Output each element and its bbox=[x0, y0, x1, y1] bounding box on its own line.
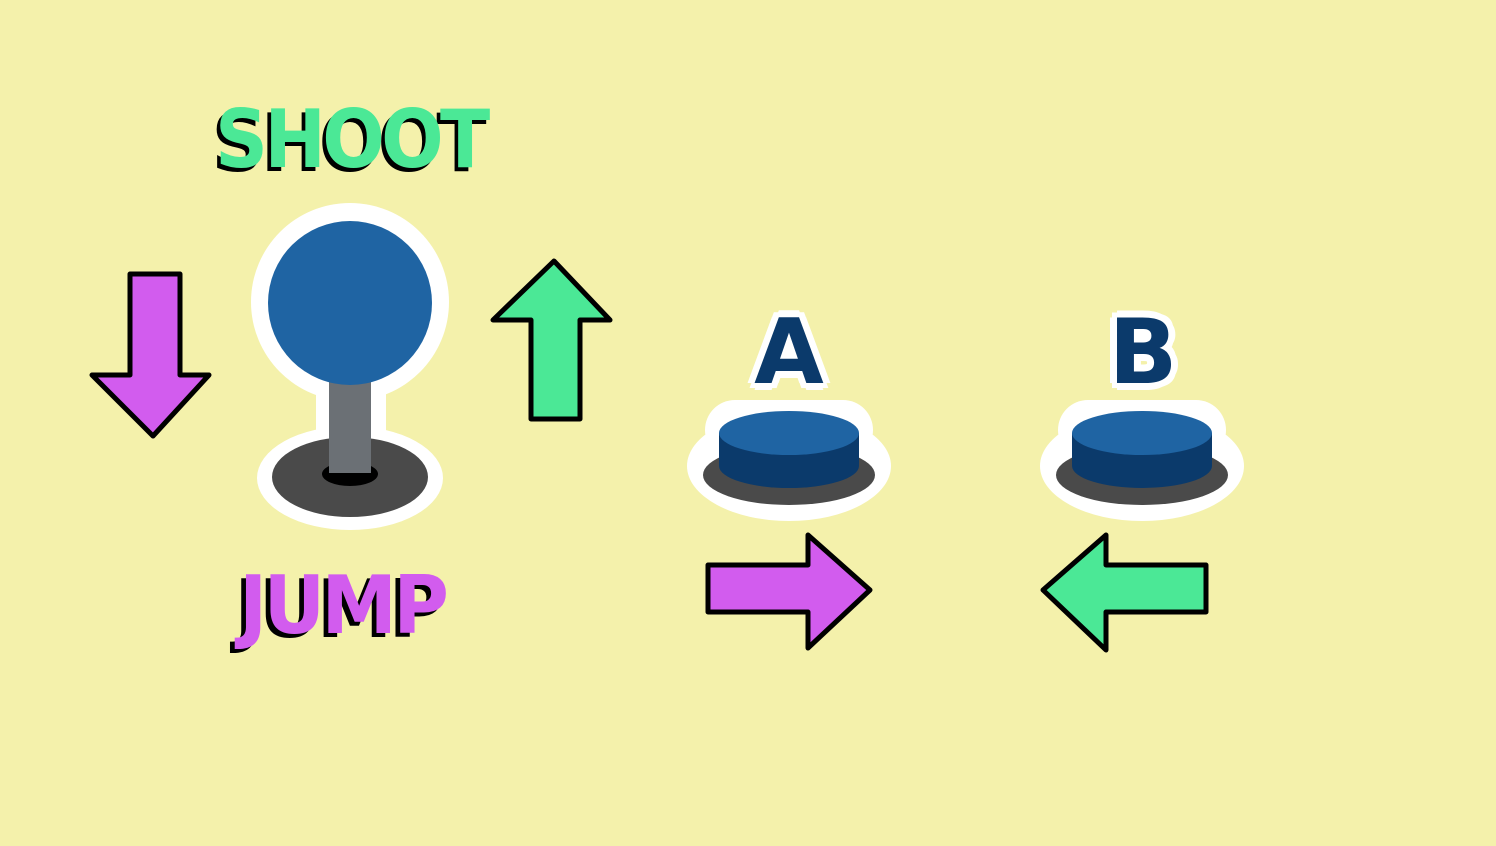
arrow-up-icon bbox=[490, 258, 613, 422]
button-a-icon bbox=[687, 400, 891, 521]
shoot-label: SHOOT bbox=[215, 93, 490, 186]
button-a-label: A bbox=[754, 300, 824, 405]
arrow-left-icon bbox=[1040, 532, 1209, 653]
arrow-right-icon bbox=[705, 532, 873, 651]
button-b-label: B bbox=[1108, 300, 1178, 405]
joystick-icon bbox=[251, 203, 449, 530]
button-b-icon bbox=[1040, 400, 1244, 521]
jump-label: JUMP bbox=[239, 559, 449, 652]
arrow-down-icon bbox=[89, 271, 212, 439]
